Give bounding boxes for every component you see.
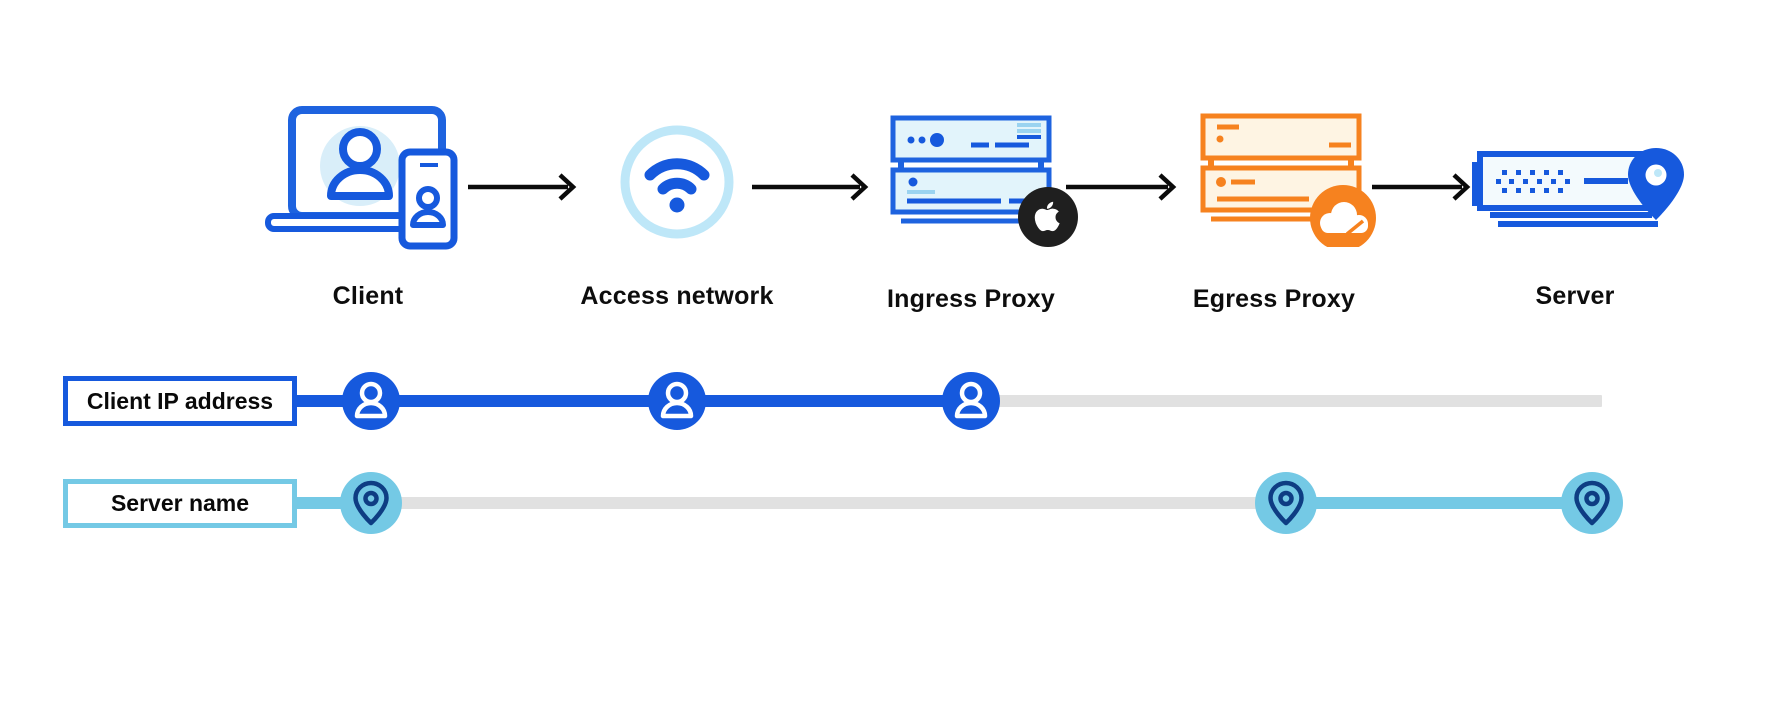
server-name-marker-server (1561, 472, 1623, 534)
server-dot-grid (1496, 170, 1570, 193)
location-pin-icon (1268, 480, 1304, 526)
client-ip-address-label: Client IP address (86, 387, 274, 414)
client-ip-marker-ingress (942, 372, 1000, 430)
client-ip-marker-client (342, 372, 400, 430)
label-ingress-proxy: Ingress Proxy (887, 285, 1055, 313)
client-device-icon (265, 106, 458, 250)
server-name-marker-client (340, 472, 402, 534)
label-access-network: Access network (580, 282, 774, 310)
location-pin-icon (353, 480, 389, 526)
server-name-marker-egress (1255, 472, 1317, 534)
label-server: Server (1535, 282, 1615, 310)
user-icon (354, 381, 388, 419)
cloudflare-logo-badge (1310, 185, 1376, 247)
arrow-client-to-access (468, 173, 577, 201)
arrow-egress-to-server (1372, 173, 1471, 201)
server-name-box: Server name (63, 479, 297, 528)
server-location-icon (1472, 148, 1684, 227)
user-icon (660, 381, 694, 419)
server-name-active-line-end (1286, 497, 1592, 509)
location-pin (1628, 148, 1684, 220)
user-icon (954, 381, 988, 419)
client-ip-marker-access (648, 372, 706, 430)
label-egress-proxy: Egress Proxy (1192, 285, 1356, 313)
arrow-ingress-to-egress (1066, 173, 1177, 201)
ingress-proxy-server-icon (890, 115, 1078, 247)
server-name-label: Server name (110, 490, 250, 516)
arrow-access-to-ingress (752, 173, 869, 201)
egress-proxy-server-icon (1200, 113, 1376, 247)
location-pin-icon (1574, 480, 1610, 526)
wifi-icon (620, 125, 734, 239)
label-client: Client (332, 282, 404, 310)
client-ip-address-box: Client IP address (63, 376, 297, 426)
apple-logo-badge (1018, 187, 1078, 247)
server-name-inactive-line (377, 497, 1286, 509)
client-ip-inactive-line (971, 395, 1602, 407)
client-ip-active-line (292, 395, 972, 407)
